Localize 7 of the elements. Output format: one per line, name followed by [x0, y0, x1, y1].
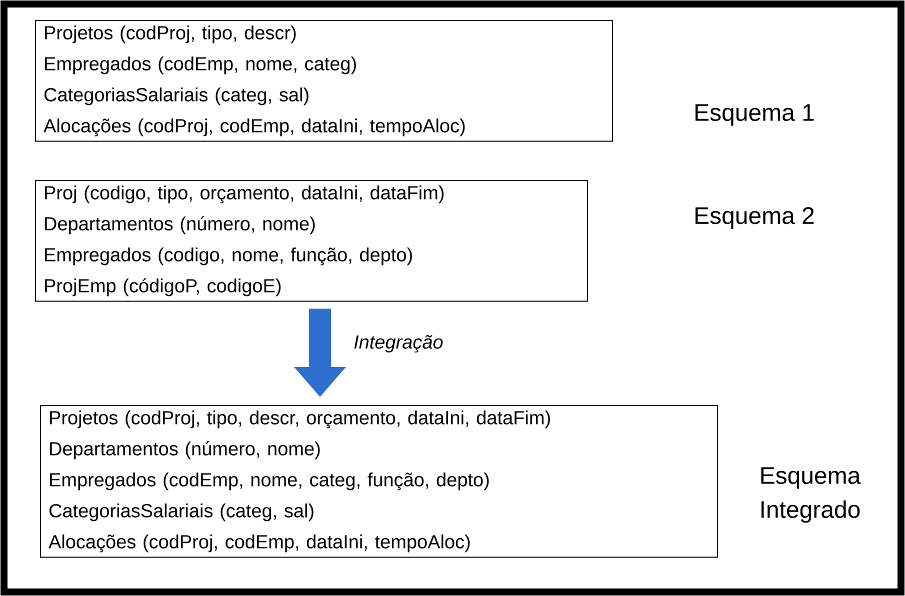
edge-label: Integração	[354, 334, 443, 352]
schema-box: Projetos (codProj, tipo, descr, orçamento, dataIni, dataFim) Departamentos (número, nome) Empregados (codEmp, nome, categ, função, depto) CategoriasSalariais (categ, sal) Alocações (codProj, codEmp, dataIni, tempoAloc)	[40, 405, 718, 558]
schema-box: Proj (codigo, tipo, orçamento, dataIni, dataFim) Departamentos (número, nome) Empregados (codigo, nome, função, depto) ProjEmp (códigoP, codigoE)	[35, 180, 588, 302]
schema-label: Esquema 1	[696, 104, 814, 126]
schema-box: Projetos (codProj, tipo, descr) Empregados (codEmp, nome, categ) CategoriasSalariais (categ, sal) Alocações (codProj, codEmp, dataIni, tempoAloc)	[35, 20, 613, 142]
schema-label: Esquema 2	[696, 207, 814, 229]
schema-label: Esquema Integrado	[761, 467, 861, 523]
